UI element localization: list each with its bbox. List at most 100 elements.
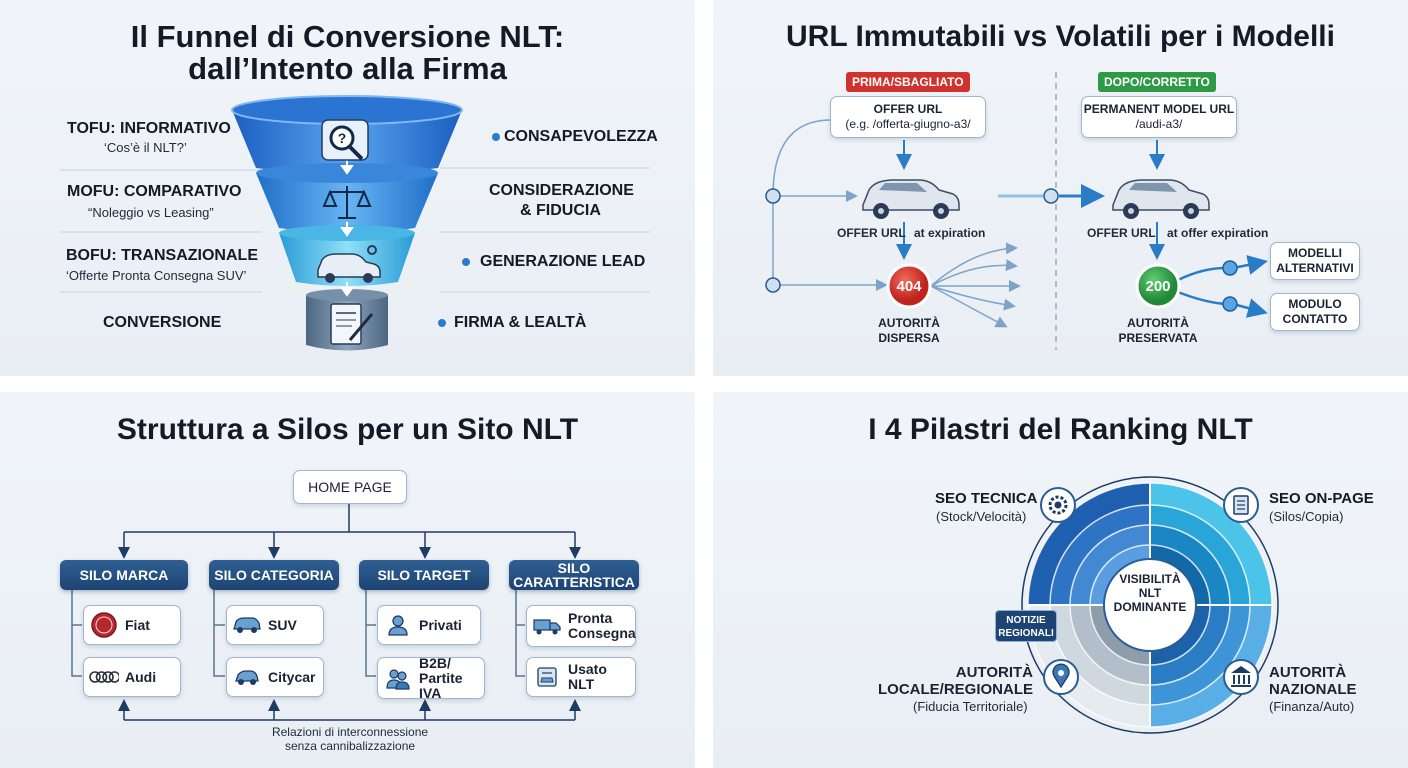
contract-signature-icon	[330, 303, 374, 345]
center-line2: NLT	[1138, 586, 1162, 600]
silo-item-pronta-consegna-label: Pronta Consegna	[568, 610, 636, 641]
fiat-logo-icon	[89, 610, 119, 640]
funnel-mofu-sub: “Noleggio vs Leasing”	[88, 205, 214, 220]
authority-dispersed: AUTORITÀ DISPERSA	[863, 316, 955, 346]
scales-icon	[322, 186, 372, 219]
silo-item-pronta-consegna: Pronta Consegna	[526, 605, 636, 647]
silo-item-suv: SUV	[226, 605, 324, 645]
location-pin-icon	[1043, 659, 1079, 695]
funnel-stage-awareness: CONSAPEVOLEZZA	[504, 128, 658, 145]
offer-url-box: OFFER URL (e.g. /offerta-giugno-a3/	[830, 96, 986, 138]
silo-item-usato-nlt: Usato NLT	[526, 657, 636, 697]
silo-item-b2b: B2B/ Partite IVA	[377, 655, 485, 700]
car-keys-icon	[317, 245, 381, 283]
silo-item-privati: Privati	[377, 605, 481, 645]
after-tag: DOPO/CORRETTO	[1098, 72, 1216, 92]
status-200-text: 200	[1145, 278, 1171, 295]
funnel-title-line2: dall’Intento alla Firma	[188, 51, 507, 86]
regional-news-line1: NOTIZIE	[1006, 615, 1046, 626]
permanent-url-box: PERMANENT MODEL URL /audi-a3/	[1081, 96, 1237, 138]
alternative-models-box: MODELLI ALTERNATIVI	[1270, 242, 1360, 280]
funnel-stage-lead: GENERAZIONE LEAD	[480, 253, 646, 270]
silo-feature-header: SILO CARATTERISTICA	[509, 560, 639, 590]
pillar-local-authority: AUTORITÀ LOCALE/REGIONALE	[873, 664, 1033, 698]
funnel-tofu-label: TOFU: INFORMATIVO	[67, 120, 231, 137]
pillar-national-line1: AUTORITÀ	[1269, 664, 1347, 681]
status-404-text: 404	[896, 278, 922, 295]
document-icon	[1223, 487, 1259, 523]
person-icon	[383, 610, 413, 640]
pillar-seo-onpage-sub: (Silos/Copia)	[1269, 509, 1344, 524]
bank-icon	[1223, 659, 1259, 695]
silo-item-suv-label: SUV	[268, 616, 297, 633]
silos-title: Struttura a Silos per un Sito NLT	[116, 413, 579, 446]
silo-item-citycar: Citycar	[226, 657, 324, 697]
center-line1: VISIBILITÀ	[1119, 572, 1181, 586]
silo-feature-line1: SILO	[557, 560, 591, 576]
interconnection-caption-line2: senza cannibalizzazione	[284, 739, 416, 753]
status-200-badge	[1135, 263, 1181, 309]
authority-dispersed-line1: AUTORITÀ	[878, 316, 940, 330]
pillar-local-line1: AUTORITÀ	[955, 664, 1033, 681]
funnel-graphic: ?	[60, 95, 650, 351]
silos-panel: Struttura a Silos per un Sito NLT HOME	[0, 392, 695, 768]
center-visibility-label: VISIBILITÀ NLT DOMINANTE	[1105, 572, 1195, 614]
funnel-bofu-sub: ‘Offerte Pronta Consegna SUV’	[66, 268, 247, 283]
silo-item-privati-label: Privati	[419, 616, 462, 633]
url-title: URL Immutabili vs Volatili per i Modelli	[786, 20, 1335, 53]
offer-url-example: (e.g. /offerta-giugno-a3/	[845, 117, 971, 131]
silo-category-header: SILO CATEGORIA	[209, 560, 339, 590]
pillar-national-line2: NAZIONALE	[1269, 681, 1357, 698]
contact-form-line2: CONTATTO	[1282, 312, 1348, 326]
funnel-panel: Il Funnel di Conversione NLT: dall’Inten…	[0, 0, 695, 376]
silo-target-header: SILO TARGET	[359, 560, 489, 590]
business-people-icon	[383, 663, 413, 693]
alternative-models-line2: ALTERNATIVI	[1276, 261, 1354, 275]
pillars-radial-chart	[1021, 476, 1279, 734]
silo-item-audi-label: Audi	[125, 668, 157, 685]
authority-preserved-line1: AUTORITÀ	[1127, 316, 1189, 330]
citycar-icon	[232, 662, 262, 692]
silo-feature-line2: CARATTERISTICA	[513, 574, 635, 590]
silo-item-citycar-label: Citycar	[268, 668, 316, 685]
url-panel: URL Immutabili vs Volatili per i Modelli	[713, 0, 1408, 376]
car-icon-before	[862, 179, 960, 219]
pillar-seo-tecnica-sub: (Stock/Velocità)	[936, 509, 1027, 524]
silo-item-fiat: Fiat	[83, 605, 181, 645]
center-line3: DOMINANTE	[1113, 600, 1187, 614]
funnel-tofu-sub: ‘Cos’è il NLT?’	[104, 140, 187, 155]
audi-rings-icon	[89, 662, 119, 692]
gear-icon	[1040, 487, 1076, 523]
pillar-local-sub: (Fiducia Territoriale)	[913, 699, 1028, 714]
silo-brand-header: SILO MARCA	[60, 560, 188, 590]
delivery-truck-icon	[532, 611, 562, 641]
funnel-conversion-label: CONVERSIONE	[103, 314, 222, 331]
silos-connectors	[71, 504, 581, 721]
after-offer-url-label: OFFER URL	[1087, 226, 1156, 240]
home-page-box: HOME PAGE	[293, 470, 407, 504]
permanent-url-example: /audi-a3/	[1135, 117, 1183, 131]
url-diagram	[765, 72, 1268, 350]
funnel-stage-signature: FIRMA & LEALTÀ	[454, 314, 587, 331]
regional-news-line2: REGIONALI	[998, 628, 1054, 639]
status-404-badge	[886, 263, 932, 309]
pillar-national-sub: (Finanza/Auto)	[1269, 699, 1355, 714]
pillar-local-line2: LOCALE/REGIONALE	[877, 681, 1033, 698]
interconnection-caption: Relazioni di interconnessione senza cann…	[200, 725, 500, 753]
offer-url-label: OFFER URL	[873, 102, 943, 116]
svg-text:?: ?	[338, 130, 347, 146]
contact-form-line1: MODULO	[1288, 297, 1342, 311]
authority-dispersed-line2: DISPERSA	[878, 331, 940, 345]
funnel-stage-consideration: CONSIDERAZIONE	[489, 182, 634, 199]
funnel-bofu-label: BOFU: TRANSAZIONALE	[66, 247, 258, 264]
after-expiration-label: at offer expiration	[1167, 226, 1269, 240]
suv-icon	[232, 610, 262, 640]
pillar-national-authority: AUTORITÀ NAZIONALE	[1269, 664, 1389, 698]
used-car-list-icon	[532, 662, 562, 692]
pillars-panel: I 4 Pilastri del Ranking NLT	[713, 392, 1408, 768]
alternative-models-line1: MODELLI	[1288, 246, 1342, 260]
pillars-title: I 4 Pilastri del Ranking NLT	[868, 413, 1253, 446]
funnel-mofu-label: MOFU: COMPARATIVO	[67, 183, 242, 200]
silo-item-usato-nlt-label: Usato NLT	[568, 661, 607, 692]
pillar-seo-tecnica: SEO TECNICA	[935, 490, 1038, 507]
